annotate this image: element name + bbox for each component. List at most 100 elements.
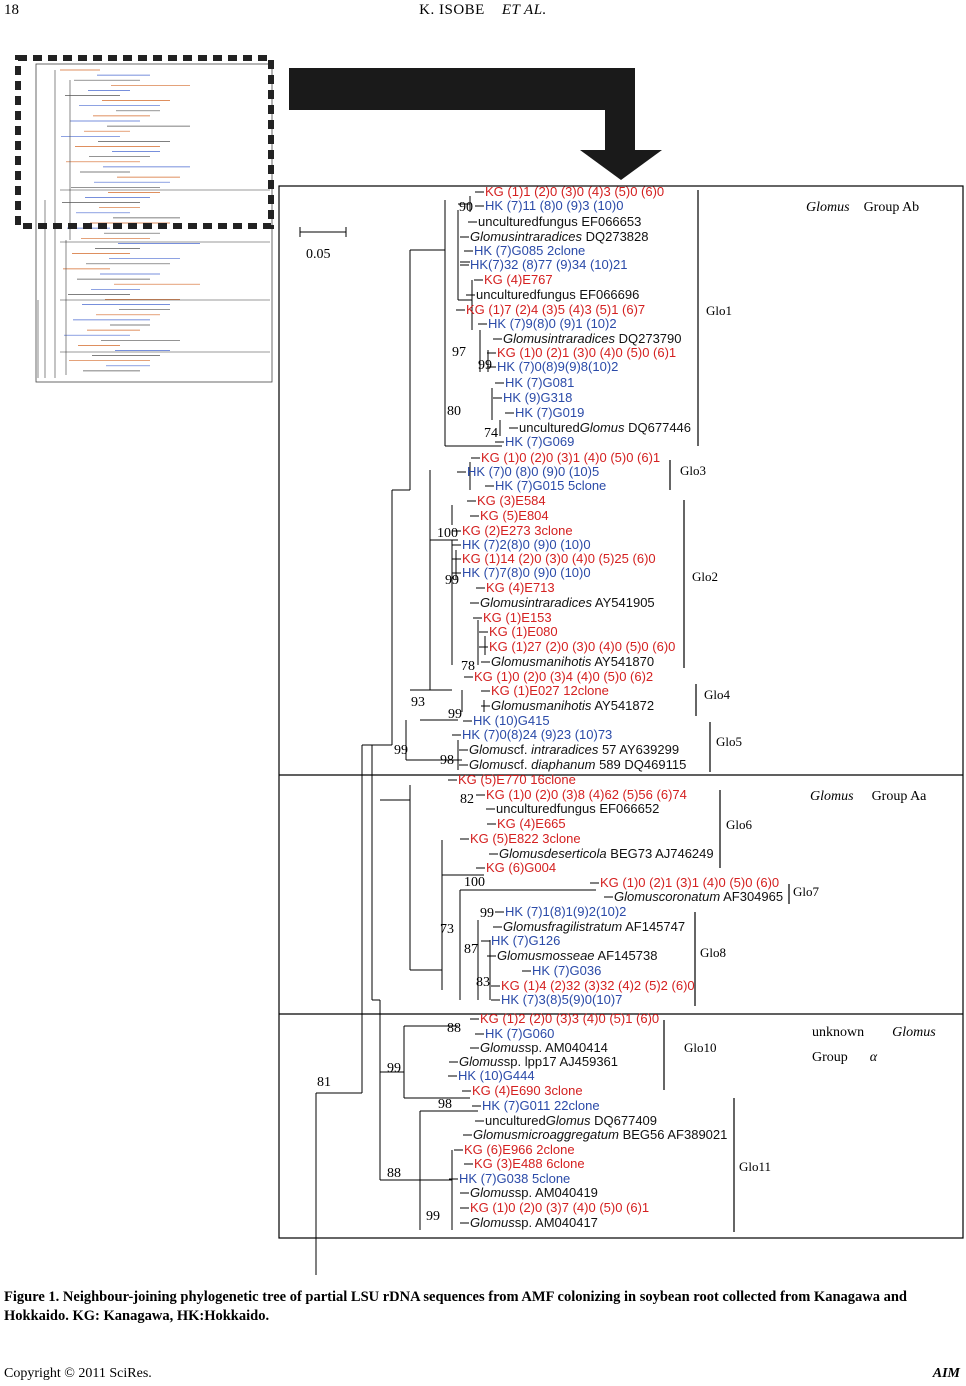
header-authors: K. ISOBE — [419, 2, 485, 18]
bootstrap-value: 90 — [459, 200, 473, 215]
leaf-label: KG (1)4 (2)32 (3)32 (4)2 (5)2 (6)0 — [501, 978, 695, 993]
bootstrap-values: 9097998074100997893999998821009973878388… — [317, 200, 498, 1224]
leaf-label: KG (6)G004 — [486, 860, 556, 875]
bootstrap-value: 88 — [387, 1166, 401, 1181]
figure-caption: Figure 1. Neighbour-joining phylogenetic… — [4, 1289, 907, 1324]
bootstrap-value: 87 — [464, 942, 478, 957]
leaf-label: HK (7)0(8)9(9)8(10)2 — [497, 359, 618, 374]
leaf-label: Glomusintraradices DQ273790 — [503, 331, 682, 346]
bootstrap-value: 99 — [387, 1061, 401, 1076]
leaf-label: KG (1)1 (2)0 (3)0 (4)3 (5)0 (6)0 — [485, 184, 664, 199]
bootstrap-value: 98 — [440, 753, 454, 768]
bootstrap-value: 82 — [460, 792, 474, 807]
clade-label: Glo6 — [726, 817, 753, 832]
leaf-label: HK (7)G011 22clone — [482, 1098, 600, 1113]
leaf-label: KG (1)0 (2)0 (3)8 (4)62 (5)56 (6)74 — [486, 787, 687, 802]
leaf-label: Glomusmanihotis AY541870 — [491, 654, 654, 669]
bootstrap-value: 99 — [445, 573, 459, 588]
leaf-label: unculturedfungus EF066696 — [476, 287, 639, 302]
leaf-label: KG (1)E080 — [489, 624, 558, 639]
header-etal: ET AL. — [501, 2, 547, 18]
tree-frame — [278, 185, 964, 1239]
leaf-label: KG (1)0 (2)0 (3)1 (4)0 (5)0 (6)1 — [481, 450, 660, 465]
leaf-label: KG (4)E690 3clone — [472, 1083, 583, 1098]
leaf-label: HK (10)G415 — [473, 713, 550, 728]
leaf-label: unculturedGlomus DQ677409 — [485, 1113, 657, 1128]
leaf-label: Glomuscf. intraradices 57 AY639299 — [469, 742, 679, 757]
clade-label: Glo10 — [684, 1040, 717, 1055]
clade-labels: Glo1Glo3Glo2Glo4Glo5Glo6Glo7Glo8Glo10Glo… — [680, 303, 820, 1174]
clade-label: Glo7 — [793, 884, 820, 899]
leaf-label: HK (7)G015 5clone — [495, 478, 606, 493]
leaf-label: HK (7)G069 — [505, 434, 574, 449]
clade-label: Glo5 — [716, 734, 742, 749]
leaf-label: HK (7)7(8)0 (9)0 (10)0 — [462, 565, 591, 580]
leaf-label: Glomussp. AM040417 — [470, 1215, 598, 1230]
bootstrap-value: 83 — [476, 975, 490, 990]
leaf-label: HK (7)G060 — [485, 1026, 554, 1041]
clade-label: Glo11 — [739, 1159, 771, 1174]
leaf-label: KG (5)E804 — [480, 508, 549, 523]
bootstrap-value: 88 — [447, 1021, 461, 1036]
leaf-label: HK (7)G019 — [515, 405, 584, 420]
leaf-label: HK (9)G318 — [503, 390, 572, 405]
leaf-label: Glomusmanihotis AY541872 — [491, 698, 654, 713]
leaf-label: KG (6)E966 2clone — [464, 1142, 575, 1157]
leaf-label: HK (7)1(8)1(9)2(10)2 — [505, 904, 626, 919]
scale-bar-label: 0.05 — [306, 247, 331, 262]
leaf-label: KG (1)27 (2)0 (3)0 (4)0 (5)0 (6)0 — [489, 639, 675, 654]
leaf-label: HK (7)0(8)24 (9)23 (10)73 — [462, 727, 612, 742]
leaf-label: KG (1)2 (2)0 (3)3 (4)0 (5)1 (6)0 — [480, 1011, 659, 1026]
leaf-label: HK (7)0 (8)0 (9)0 (10)5 — [467, 464, 599, 479]
leaf-label: KG (1)14 (2)0 (3)0 (4)0 (5)25 (6)0 — [462, 551, 656, 566]
clade-brackets — [663, 190, 790, 1232]
bootstrap-value: 99 — [480, 906, 494, 921]
leaf-label: KG (1)7 (2)4 (3)5 (4)3 (5)1 (6)7 — [466, 302, 645, 317]
leaf-label: KG (4)E767 — [484, 272, 553, 287]
leaf-label: unculturedfungus EF066652 — [496, 801, 659, 816]
leaf-label: HK (7)G126 — [491, 933, 560, 948]
leaf-label: KG (4)E665 — [497, 816, 566, 831]
leaf-label: KG (4)E713 — [486, 580, 555, 595]
leaf-label: KG (5)E770 16clone — [458, 772, 576, 787]
leaf-label: HK (7)2(8)0 (9)0 (10)0 — [462, 537, 591, 552]
scale-bar: 0.05 — [299, 227, 347, 262]
leaf-label: Glomusintraradices AY541905 — [480, 595, 655, 610]
leaf-label: Glomussp. lpp17 AJ459361 — [459, 1054, 618, 1069]
leaf-label: HK (7)G036 — [532, 963, 601, 978]
bootstrap-value: 100 — [464, 875, 485, 890]
bootstrap-value: 73 — [440, 922, 454, 937]
clade-label: Glo8 — [700, 945, 726, 960]
bootstrap-value: 81 — [317, 1075, 331, 1090]
leaf-label: KG (1)E153 — [483, 610, 552, 625]
leaf-label: HK (7)G085 2clone — [474, 243, 585, 258]
clade-label: Glo3 — [680, 463, 706, 478]
clade-label: Glo2 — [692, 569, 718, 584]
bootstrap-value: 99 — [448, 707, 462, 722]
page-number: 18 — [4, 2, 19, 18]
bootstrap-value: 99 — [426, 1209, 440, 1224]
bootstrap-value: 99 — [478, 358, 492, 373]
bootstrap-value: 78 — [461, 659, 475, 674]
bootstrap-value: 93 — [411, 695, 425, 710]
leaf-label: Glomusmicroaggregatum BEG56 AF389021 — [473, 1127, 727, 1142]
footer-journal: AIM — [932, 1366, 960, 1381]
bootstrap-value: 99 — [394, 743, 408, 758]
leaf-label: KG (1)0 (2)0 (3)7 (4)0 (5)0 (6)1 — [470, 1200, 649, 1215]
leaf-label: KG (1)E027 12clone — [491, 683, 609, 698]
leaf-label: Glomuscf. diaphanum 589 DQ469115 — [469, 757, 686, 772]
leaf-label: KG (5)E822 3clone — [470, 831, 581, 846]
bootstrap-value: 100 — [437, 526, 458, 541]
clade-label: Glo4 — [704, 687, 731, 702]
leaf-label: KG (1)0 (2)1 (3)0 (4)0 (5)0 (6)1 — [497, 345, 676, 360]
leaf-label: HK (7)3(8)5(9)0(10)7 — [501, 992, 622, 1007]
leaf-labels: KG (1)1 (2)0 (3)0 (4)3 (5)0 (6)0HK (7)11… — [458, 184, 783, 1230]
bootstrap-value: 97 — [452, 345, 466, 360]
tree-branches — [315, 191, 613, 1275]
clade-label: Glo1 — [706, 303, 732, 318]
running-header: K. ISOBE ET AL. — [0, 2, 966, 19]
leaf-label: Glomusdeserticola BEG73 AJ746249 — [499, 846, 714, 861]
